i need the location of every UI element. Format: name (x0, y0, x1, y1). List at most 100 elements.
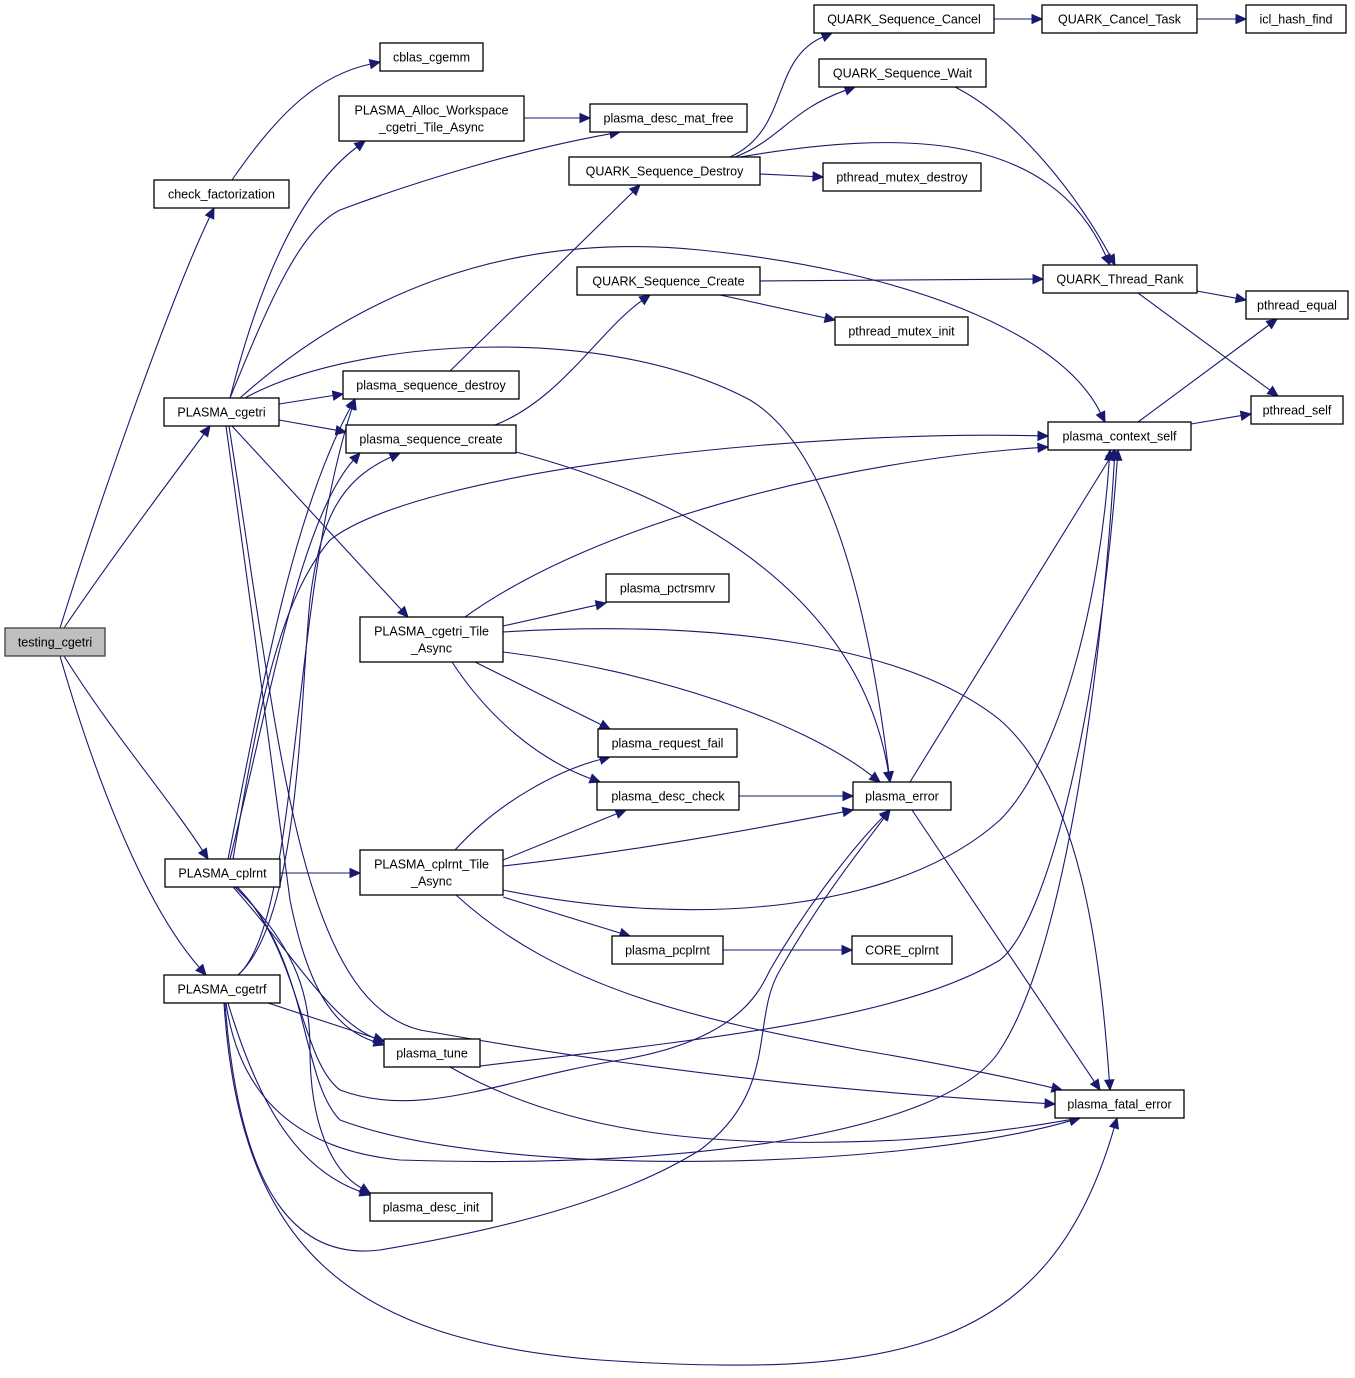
node-label: QUARK_Sequence_Create (592, 275, 744, 289)
node-pthread_equal[interactable]: pthread_equal (1245, 290, 1349, 320)
edge-line (236, 886, 1071, 1162)
edge-line (59, 216, 211, 629)
arrowhead-icon (638, 294, 651, 306)
node-label: check_factorization (168, 188, 275, 202)
edge-line (1137, 292, 1271, 391)
node-box[interactable] (164, 858, 281, 888)
node-box[interactable] (822, 162, 982, 192)
node-box[interactable] (576, 266, 761, 296)
node-plasma_pcplrnt[interactable]: plasma_pcplrnt (611, 935, 724, 965)
node-PLASMA_cplrnt[interactable]: PLASMA_cplrnt (164, 858, 281, 888)
edge-line (759, 278, 1034, 282)
node-box[interactable] (851, 935, 953, 965)
node-plasma_error[interactable]: plasma_error (852, 781, 952, 811)
edge-PLASMA_cgetri-to-plasma_context_self (239, 246, 1106, 424)
node-box[interactable] (163, 397, 280, 427)
node-QUARK_Cancel_Task[interactable]: QUARK_Cancel_Task (1041, 4, 1198, 34)
node-plasma_desc_check[interactable]: plasma_desc_check (596, 781, 740, 811)
node-plasma_desc_mat_free[interactable]: plasma_desc_mat_free (589, 103, 748, 133)
node-plasma_tune[interactable]: plasma_tune (383, 1038, 481, 1068)
node-box[interactable] (852, 781, 952, 811)
node-QUARK_Sequence_Cancel[interactable]: QUARK_Sequence_Cancel (813, 4, 995, 34)
node-box[interactable] (1041, 4, 1198, 34)
node-box[interactable] (813, 4, 995, 34)
edge-line (244, 346, 890, 773)
node-PLASMA_cgetrf[interactable]: PLASMA_cgetrf (163, 974, 281, 1004)
edge-line (224, 817, 885, 1252)
node-box[interactable] (597, 728, 738, 758)
edge-line (239, 246, 1102, 414)
edge-plasma_sequence_destroy-to-QUARK_Sequence_Destroy (449, 184, 641, 372)
node-box[interactable] (379, 42, 484, 72)
edge-line (278, 394, 334, 405)
node-box[interactable] (4, 627, 106, 657)
nodes-layer: testing_cgetri check_factorization cblas_c… (4, 4, 1349, 1222)
edge-PLASMA_cgetri_Tile_Async-to-plasma_request_fail (474, 661, 612, 730)
edge-line (234, 886, 362, 1189)
node-QUARK_Sequence_Destroy[interactable]: QUARK_Sequence_Destroy (568, 156, 761, 186)
arrowhead-icon (195, 963, 207, 976)
node-CORE_cplrnt[interactable]: CORE_cplrnt (851, 935, 953, 965)
edge-check_factorization-to-cblas_cgemm (231, 59, 382, 181)
node-box[interactable] (1245, 290, 1349, 320)
node-PLASMA_cplrnt_Tile_Async[interactable]: PLASMA_cplrnt_Tile_Async (359, 849, 504, 896)
node-label: PLASMA_cgetri_Tile (374, 625, 489, 639)
node-cblas_cgemm[interactable]: cblas_cgemm (379, 42, 484, 72)
node-QUARK_Sequence_Create[interactable]: QUARK_Sequence_Create (576, 266, 761, 296)
node-box[interactable] (338, 95, 525, 142)
node-QUARK_Sequence_Wait[interactable]: QUARK_Sequence_Wait (818, 58, 987, 88)
node-PLASMA_cgetri[interactable]: PLASMA_cgetri (163, 397, 280, 427)
node-PLASMA_Alloc_Workspace_cgetri_Tile_Async[interactable]: PLASMA_Alloc_Workspace_cgetri_Tile_Async (338, 95, 525, 142)
node-box[interactable] (589, 103, 748, 133)
node-plasma_desc_init[interactable]: plasma_desc_init (369, 1192, 493, 1222)
node-label: plasma_pcplrnt (625, 944, 710, 958)
node-label: plasma_desc_init (383, 1201, 480, 1215)
node-box[interactable] (1047, 421, 1192, 451)
node-pthread_mutex_init[interactable]: pthread_mutex_init (834, 316, 969, 346)
edge-PLASMA_cgetri_Tile_Async-to-plasma_desc_check (451, 661, 602, 784)
node-testing_cgetri[interactable]: testing_cgetri (4, 627, 106, 657)
node-box[interactable] (818, 58, 987, 88)
edge-line (729, 36, 824, 158)
arrowhead-icon (331, 390, 345, 401)
node-box[interactable] (605, 573, 730, 603)
node-box[interactable] (611, 935, 724, 965)
node-QUARK_Thread_Rank[interactable]: QUARK_Thread_Rank (1042, 264, 1198, 294)
node-box[interactable] (596, 781, 740, 811)
node-PLASMA_cgetri_Tile_Async[interactable]: PLASMA_cgetri_Tile_Async (359, 616, 504, 663)
node-box[interactable] (1042, 264, 1198, 294)
node-plasma_sequence_destroy[interactable]: plasma_sequence_destroy (342, 370, 520, 400)
node-box[interactable] (163, 974, 281, 1004)
edge-QUARK_Thread_Rank-to-pthread_self (1137, 292, 1279, 397)
arrowhead-icon (1265, 318, 1278, 330)
node-plasma_fatal_error[interactable]: plasma_fatal_error (1054, 1089, 1185, 1119)
node-box[interactable] (1054, 1089, 1185, 1119)
edge-line (1190, 415, 1242, 425)
node-plasma_sequence_create[interactable]: plasma_sequence_create (345, 424, 517, 454)
node-box[interactable] (153, 179, 290, 209)
node-box[interactable] (359, 849, 504, 896)
arrowhead-icon (812, 171, 825, 182)
node-box[interactable] (568, 156, 761, 186)
arrowhead-icon (1095, 410, 1106, 424)
node-box[interactable] (834, 316, 969, 346)
edge-line (278, 419, 337, 431)
edge-QUARK_Sequence_Destroy-to-QUARK_Sequence_Cancel (729, 32, 834, 158)
edge-plasma_tune-to-plasma_context_self (479, 448, 1123, 1067)
edge-plasma_pcplrnt-to-CORE_cplrnt (723, 944, 854, 956)
node-box[interactable] (345, 424, 517, 454)
node-box[interactable] (1245, 4, 1347, 34)
node-pthread_mutex_destroy[interactable]: pthread_mutex_destroy (822, 162, 982, 192)
node-box[interactable] (342, 370, 520, 400)
node-plasma_request_fail[interactable]: plasma_request_fail (597, 728, 738, 758)
node-box[interactable] (369, 1192, 493, 1222)
edge-line (502, 651, 873, 777)
node-plasma_pctrsmrv[interactable]: plasma_pctrsmrv (605, 573, 730, 603)
node-pthread_self[interactable]: pthread_self (1250, 395, 1344, 425)
node-icl_hash_find[interactable]: icl_hash_find (1245, 4, 1347, 34)
node-check_factorization[interactable]: check_factorization (153, 179, 290, 209)
node-box[interactable] (359, 616, 504, 663)
node-box[interactable] (1250, 395, 1344, 425)
node-plasma_context_self[interactable]: plasma_context_self (1047, 421, 1192, 451)
node-box[interactable] (383, 1038, 481, 1068)
